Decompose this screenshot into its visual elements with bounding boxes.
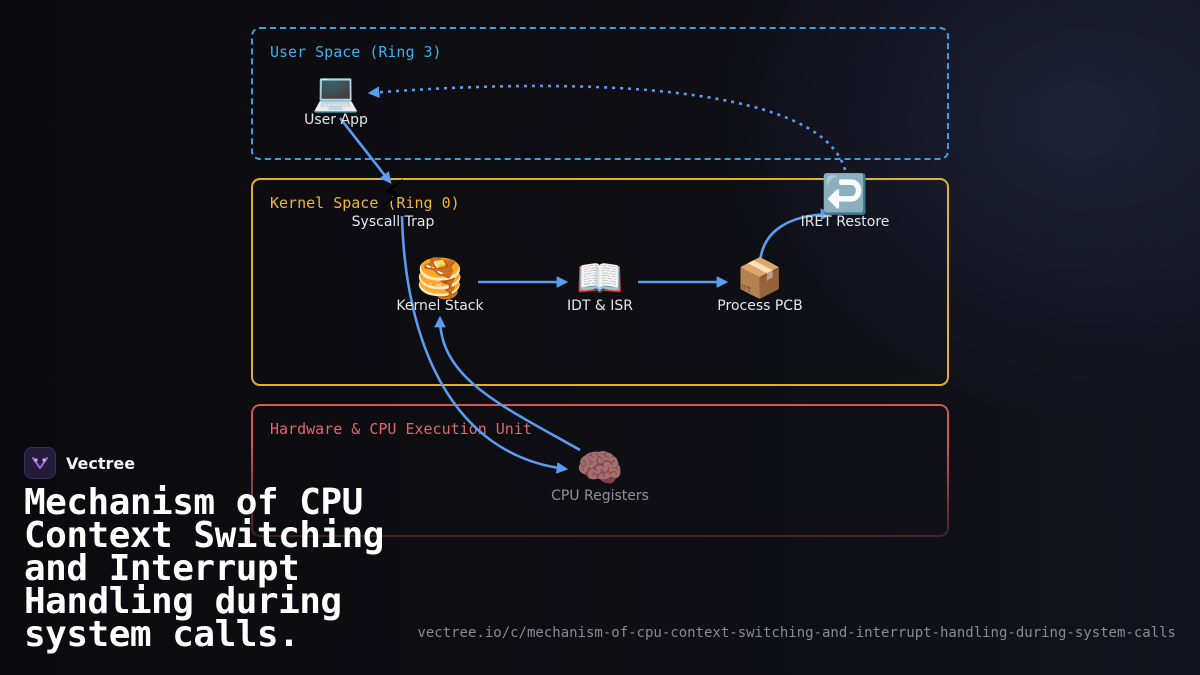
hardware-zone [251, 404, 949, 537]
page-title: Mechanism of CPU Context Switching and I… [24, 482, 384, 655]
user-space-title: User Space (Ring 3) [270, 43, 442, 61]
brain-icon: 🧠 [576, 446, 624, 490]
node-iret-restore: ↩️ IRET Restore [775, 172, 915, 230]
vectree-logo-icon [24, 447, 56, 479]
node-cpu-registers-label: CPU Registers [551, 488, 649, 504]
arrow-userapp-to-syscall [338, 117, 392, 184]
node-user-app: 💻 User App [266, 70, 406, 128]
node-iret-restore-label: IRET Restore [800, 214, 890, 230]
laptop-icon: 💻 [312, 70, 360, 114]
package-icon: 📦 [736, 256, 784, 300]
node-process-pcb: 📦 Process PCB [690, 256, 830, 314]
return-arrow-icon: ↩️ [821, 172, 869, 216]
pancakes-icon: 🥞 [416, 256, 464, 300]
arrow-syscall-to-registers [400, 215, 569, 474]
node-syscall-trap-label: Syscall Trap [351, 214, 435, 230]
user-space-zone [251, 27, 949, 160]
node-idt-isr: 📖 IDT & ISR [530, 256, 670, 314]
kernel-space-zone [251, 178, 949, 386]
arrow-iret-to-userapp [367, 84, 847, 171]
arrow-pcb-to-iret [758, 208, 833, 263]
kernel-space-title: Kernel Space (Ring 0) [270, 194, 460, 212]
node-user-app-label: User App [304, 112, 368, 128]
node-kernel-stack: 🥞 Kernel Stack [370, 256, 510, 314]
arrow-registers-to-kstack [434, 315, 581, 452]
brand: Vectree [24, 447, 135, 479]
open-book-icon: 📖 [576, 256, 624, 300]
hardware-zone-title: Hardware & CPU Execution Unit [270, 420, 532, 438]
node-kernel-stack-label: Kernel Stack [396, 298, 484, 314]
source-url: vectree.io/c/mechanism-of-cpu-context-sw… [417, 625, 1176, 641]
node-syscall-trap: ⚡ Syscall Trap [323, 172, 463, 230]
brand-name: Vectree [66, 453, 136, 473]
node-idt-isr-label: IDT & ISR [566, 298, 634, 314]
node-process-pcb-label: Process PCB [717, 298, 803, 314]
lightning-icon: ⚡ [379, 172, 407, 216]
node-cpu-registers: 🧠 CPU Registers [530, 446, 670, 504]
